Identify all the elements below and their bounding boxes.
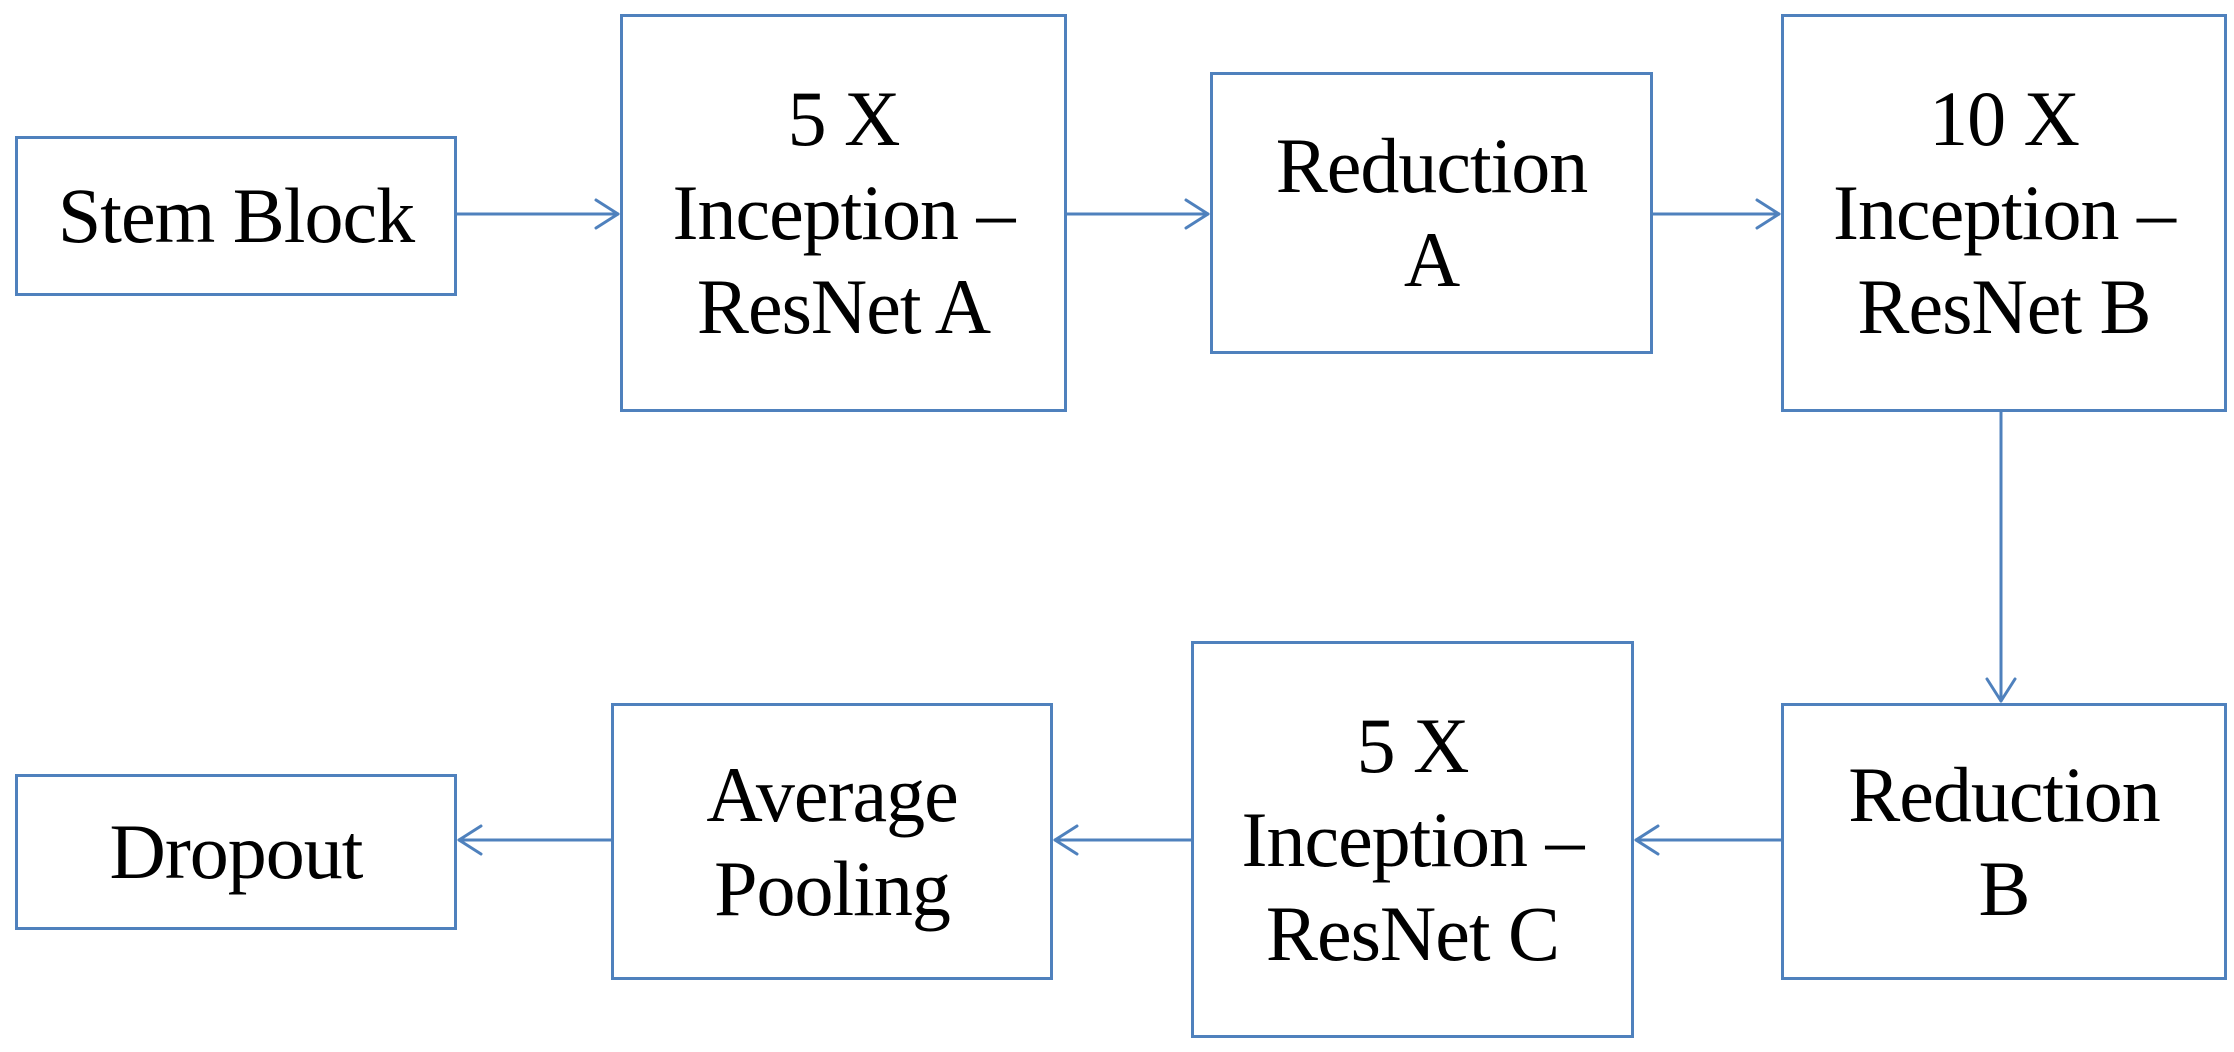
dropout-block: Dropout xyxy=(15,774,457,930)
reduction-b-line-2: B xyxy=(1978,844,2030,932)
stem-block: Stem Block xyxy=(15,136,457,296)
inception-resnet-a-block: 5 X Inception – ResNet A xyxy=(620,14,1067,412)
arrow-reduction-a-to-inception-b xyxy=(1651,198,1781,230)
arrow-stem-to-inception-a xyxy=(455,198,620,230)
inception-resnet-b-repeat: 10 X xyxy=(1929,75,2080,162)
reduction-b-line-1: Reduction xyxy=(1848,750,2161,838)
arrow-inception-c-to-average-pooling xyxy=(1053,824,1193,856)
arrow-reduction-b-to-inception-c xyxy=(1634,824,1783,856)
average-pooling-block: Average Pooling xyxy=(611,703,1053,980)
inception-resnet-b-line-3: ResNet B xyxy=(1857,263,2151,350)
inception-resnet-c-block: 5 X Inception – ResNet C xyxy=(1191,641,1634,1038)
inception-resnet-b-block: 10 X Inception – ResNet B xyxy=(1781,14,2227,412)
average-pooling-line-1: Average xyxy=(706,750,958,838)
reduction-a-line-2: A xyxy=(1403,216,1460,303)
reduction-a-line-1: Reduction xyxy=(1275,122,1589,209)
inception-resnet-a-line-3: ResNet A xyxy=(696,263,991,350)
inception-resnet-c-line-3: ResNet C xyxy=(1265,889,1560,977)
inception-resnet-a-line-2: Inception – xyxy=(672,169,1015,256)
inception-resnet-a-repeat: 5 X xyxy=(787,75,901,162)
arrow-inception-a-to-reduction-a xyxy=(1065,198,1210,230)
arrow-inception-b-to-reduction-b xyxy=(1985,410,2017,703)
reduction-a-block: Reduction A xyxy=(1210,72,1653,354)
inception-resnet-b-line-2: Inception – xyxy=(1832,169,2176,256)
dropout-block-label: Dropout xyxy=(109,808,364,895)
inception-resnet-c-repeat: 5 X xyxy=(1356,701,1470,789)
arrow-average-pooling-to-dropout xyxy=(457,824,613,856)
stem-block-label: Stem Block xyxy=(57,172,415,259)
reduction-b-block: Reduction B xyxy=(1781,703,2227,980)
inception-resnet-c-line-2: Inception – xyxy=(1241,795,1584,883)
average-pooling-line-2: Pooling xyxy=(714,844,951,932)
